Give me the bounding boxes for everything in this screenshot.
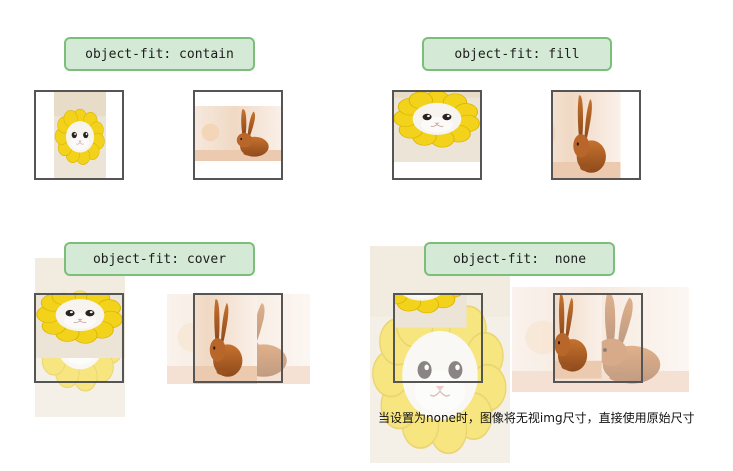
cat-image-cover <box>35 294 125 384</box>
cat-photo <box>35 294 125 384</box>
rabbit-photo <box>195 106 283 161</box>
rabbit-image-contain <box>195 106 283 161</box>
rabbit-image-fill <box>551 90 641 180</box>
label-object-fit-none: object-fit: none <box>424 242 615 276</box>
cat-photo <box>394 294 484 384</box>
label-object-fit-cover: object-fit: cover <box>64 242 255 276</box>
cat-photo <box>54 91 106 179</box>
rabbit-image-none <box>554 294 644 384</box>
rabbit-image-cover <box>194 294 284 384</box>
rabbit-photo <box>194 294 284 384</box>
none-caption-text: 当设置为none时，图像将无视img尺寸，直接使用原始尺寸 <box>378 411 695 425</box>
cat-image-none <box>394 294 484 384</box>
label-object-fit-contain: object-fit: contain <box>64 37 255 71</box>
rabbit-photo <box>554 294 644 384</box>
cat-photo <box>392 90 482 180</box>
cat-image-contain <box>54 91 106 179</box>
rabbit-photo <box>551 90 641 180</box>
cat-image-fill <box>392 90 482 180</box>
label-object-fit-fill: object-fit: fill <box>422 37 612 71</box>
